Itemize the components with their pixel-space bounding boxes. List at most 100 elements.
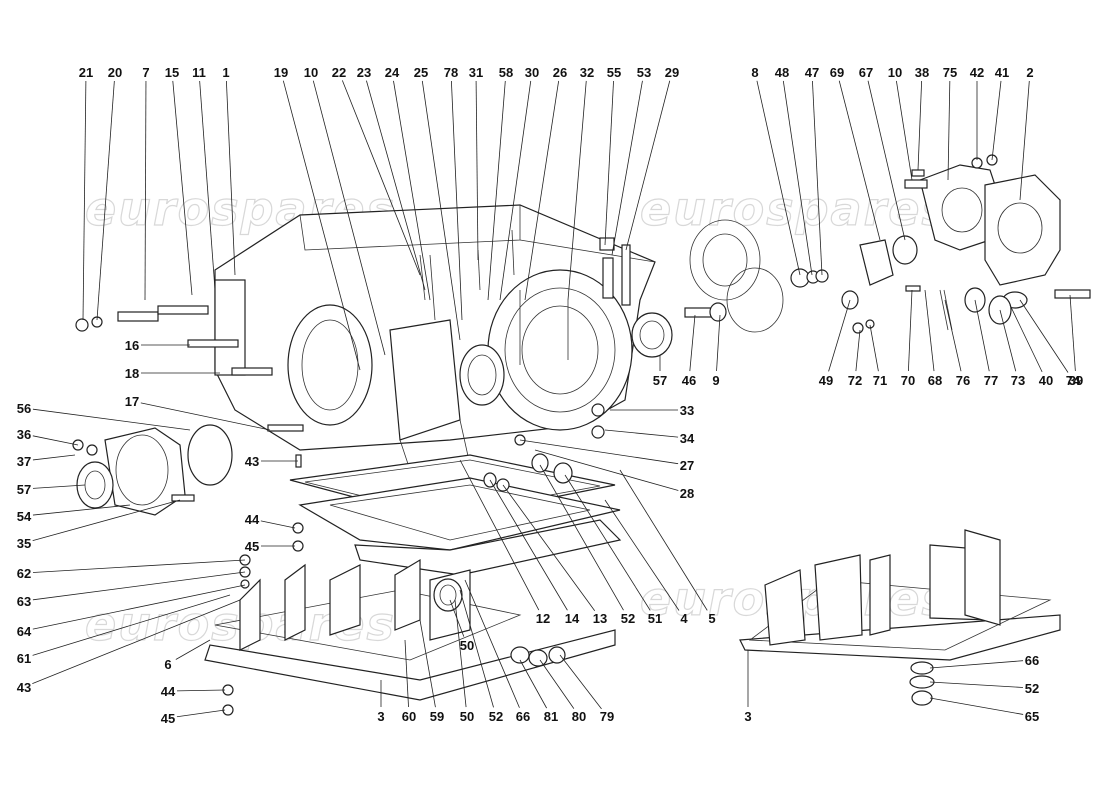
- callout-label: 22: [332, 65, 346, 80]
- callout-label: 6: [164, 657, 171, 672]
- callout-c41: 41: [991, 65, 1009, 161]
- leader-line: [524, 80, 560, 301]
- leader-line: [519, 439, 679, 465]
- callout-c65: 65: [929, 697, 1039, 724]
- callout-label: 31: [469, 65, 483, 80]
- gasket-plate-upper: [289, 454, 622, 576]
- leader-line: [144, 80, 147, 301]
- leader-line: [828, 299, 851, 372]
- callout-c74: 74: [1019, 299, 1081, 388]
- callout-label: 59: [430, 709, 444, 724]
- leader-line: [999, 309, 1017, 372]
- callout-c14: 14: [489, 479, 580, 626]
- callout-c80: 80: [539, 659, 586, 724]
- callout-c22: 22: [332, 65, 421, 276]
- leader-line: [475, 80, 479, 261]
- leader-line: [944, 299, 962, 372]
- callout-label: 44: [245, 512, 260, 527]
- callout-label: 10: [304, 65, 318, 80]
- oil-sump-right: [739, 529, 1061, 706]
- callout-label: 44: [161, 684, 176, 699]
- callout-c29: 29: [625, 65, 679, 251]
- callout-c56: 56: [17, 401, 191, 431]
- callout-c17: 17: [125, 394, 271, 431]
- callout-label: 68: [928, 373, 942, 388]
- callout-label: 12: [536, 611, 550, 626]
- callout-label: 14: [565, 611, 580, 626]
- callout-label: 33: [680, 403, 694, 418]
- callout-c4: 4: [604, 499, 688, 626]
- callout-label: 13: [593, 611, 607, 626]
- callout-label: 51: [648, 611, 662, 626]
- callout-label: 58: [499, 65, 513, 80]
- callout-label: 52: [1025, 681, 1039, 696]
- callout-c77: 77: [974, 299, 998, 388]
- callout-label: 10: [888, 65, 902, 80]
- leader-line: [519, 659, 547, 709]
- callout-label: 45: [245, 539, 259, 554]
- callout-c66a: 66: [464, 579, 530, 724]
- callout-c69: 69: [830, 65, 881, 241]
- leader-line: [464, 579, 520, 708]
- leader-line: [539, 464, 624, 611]
- leader-line: [32, 499, 181, 541]
- leader-line: [812, 80, 823, 276]
- callout-c33: 33: [610, 403, 694, 418]
- callout-c57a: 57: [17, 482, 86, 497]
- leader-line: [1069, 294, 1076, 372]
- callout-c47: 47: [805, 65, 823, 276]
- leader-line: [487, 80, 506, 301]
- leader-line: [32, 571, 246, 601]
- callout-label: 5: [708, 611, 715, 626]
- leader-line: [489, 479, 568, 611]
- callout-label: 73: [1011, 373, 1025, 388]
- callout-label: 40: [1039, 373, 1053, 388]
- leader-line: [312, 80, 386, 356]
- callout-c36: 36: [17, 427, 79, 446]
- callout-c52c: 52: [929, 681, 1039, 696]
- callout-c66b: 66: [929, 653, 1039, 669]
- leader-line: [450, 80, 463, 321]
- callout-c63: 63: [17, 571, 246, 609]
- oil-sump-left: [204, 454, 616, 716]
- callout-label: 3: [377, 709, 384, 724]
- callout-c57b: 57: [653, 355, 667, 388]
- callout-c45a: 45: [245, 539, 295, 554]
- callout-label: 18: [125, 366, 139, 381]
- callout-c79: 79: [559, 654, 614, 724]
- leader-line: [534, 449, 679, 491]
- callout-label: 64: [17, 624, 32, 639]
- leader-line: [282, 80, 361, 371]
- callout-label: 29: [665, 65, 679, 80]
- leader-line: [1019, 299, 1069, 373]
- callout-label: 49: [819, 373, 833, 388]
- callout-label: 9: [712, 373, 719, 388]
- callout-label: 11: [192, 65, 206, 80]
- leader-line: [689, 314, 696, 372]
- callout-c39: 39: [1069, 294, 1083, 388]
- leader-line: [341, 80, 421, 276]
- callout-label: 53: [637, 65, 651, 80]
- leader-line: [393, 80, 431, 301]
- leader-line: [175, 639, 211, 660]
- callout-label: 70: [901, 373, 915, 388]
- callout-label: 19: [274, 65, 288, 80]
- callout-c26: 26: [524, 65, 567, 301]
- callout-c70: 70: [901, 289, 915, 388]
- leader-line: [756, 80, 801, 276]
- callout-c73: 73: [999, 309, 1025, 388]
- leader-line: [947, 80, 951, 181]
- callout-c38: 38: [915, 65, 929, 171]
- callout-label: 35: [17, 536, 31, 551]
- leader-line: [225, 80, 236, 276]
- callout-label: 76: [956, 373, 970, 388]
- callout-c52b: 52: [539, 464, 635, 626]
- leader-line: [929, 660, 1024, 669]
- leader-line: [32, 484, 86, 489]
- leader-line: [366, 80, 426, 291]
- leader-line: [32, 454, 76, 461]
- callout-label: 24: [385, 65, 400, 80]
- leader-line: [567, 80, 587, 301]
- callout-label: 39: [1069, 373, 1083, 388]
- callout-label: 69: [830, 65, 844, 80]
